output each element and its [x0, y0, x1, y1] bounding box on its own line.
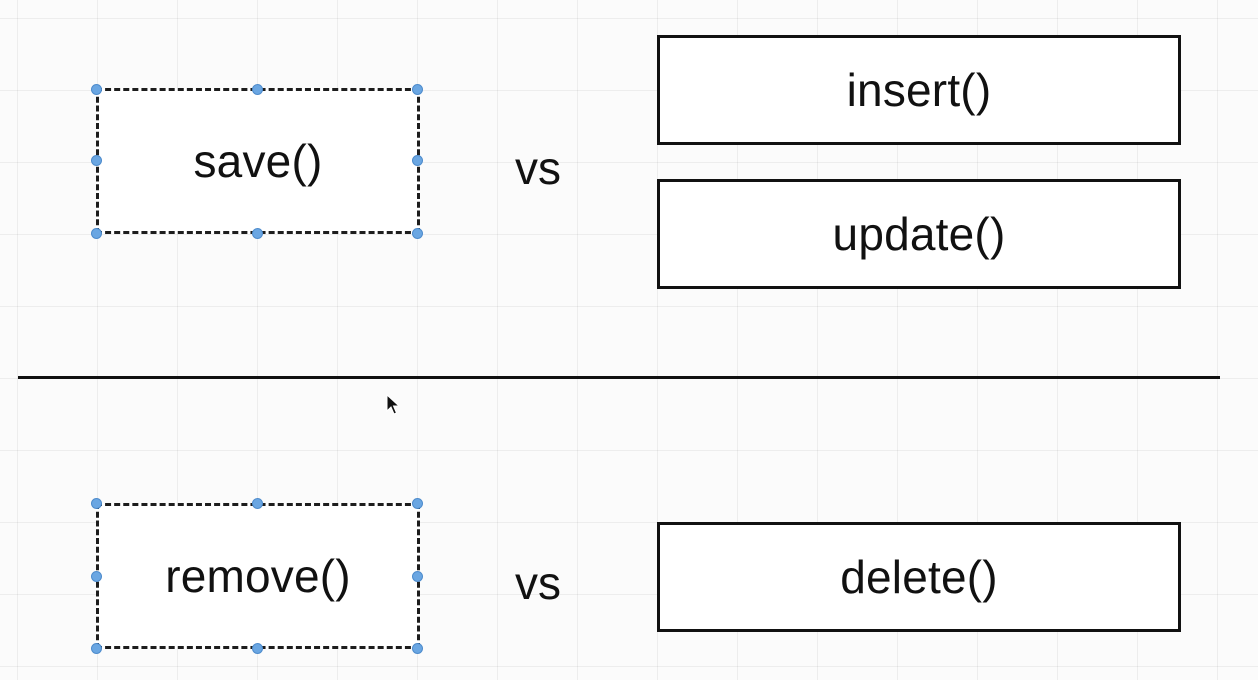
resize-handle-n[interactable]	[252, 498, 263, 509]
update-shape[interactable]: update()	[657, 179, 1181, 289]
remove-label: remove()	[165, 550, 351, 602]
resize-handle-s[interactable]	[252, 643, 263, 654]
resize-handle-nw[interactable]	[91, 84, 102, 95]
resize-handle-n[interactable]	[252, 84, 263, 95]
resize-handle-nw[interactable]	[91, 498, 102, 509]
save-label: save()	[193, 135, 323, 187]
delete-label: delete()	[840, 551, 998, 603]
resize-handle-e[interactable]	[412, 571, 423, 582]
insert-label: insert()	[846, 64, 992, 116]
save-shape[interactable]: save()	[96, 88, 420, 234]
remove-shape[interactable]: remove()	[96, 503, 420, 649]
resize-handle-ne[interactable]	[412, 84, 423, 95]
resize-handle-e[interactable]	[412, 155, 423, 166]
resize-handle-w[interactable]	[91, 571, 102, 582]
resize-handle-w[interactable]	[91, 155, 102, 166]
mouse-pointer-icon	[386, 394, 400, 415]
resize-handle-sw[interactable]	[91, 228, 102, 239]
resize-handle-ne[interactable]	[412, 498, 423, 509]
resize-handle-se[interactable]	[412, 643, 423, 654]
resize-handle-sw[interactable]	[91, 643, 102, 654]
update-label: update()	[832, 208, 1006, 260]
delete-shape[interactable]: delete()	[657, 522, 1181, 632]
vs-label-bottom: vs	[515, 557, 561, 609]
vs-label-top: vs	[515, 142, 561, 194]
resize-handle-se[interactable]	[412, 228, 423, 239]
insert-shape[interactable]: insert()	[657, 35, 1181, 145]
section-divider[interactable]	[18, 376, 1220, 379]
resize-handle-s[interactable]	[252, 228, 263, 239]
